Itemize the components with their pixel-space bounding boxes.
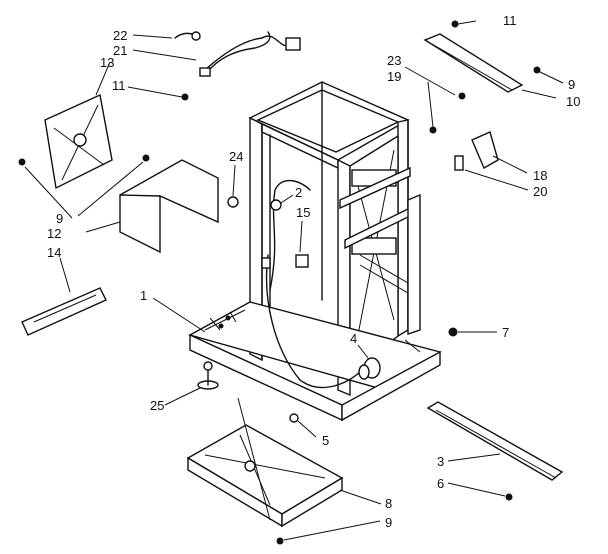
bottom-tray — [186, 424, 344, 528]
label-23: 23 — [387, 53, 401, 68]
label-14: 14 — [47, 245, 61, 260]
leader-lines — [24, 20, 564, 541]
label-25: 25 — [150, 398, 164, 413]
bottom-right-rail — [426, 401, 564, 481]
label-11-right: 11 — [503, 13, 517, 28]
label-18: 18 — [533, 168, 547, 183]
label-19: 19 — [387, 69, 401, 84]
cabinet-frame — [188, 81, 442, 422]
label-2: 2 — [295, 185, 302, 200]
label-1: 1 — [140, 288, 147, 303]
label-4: 4 — [350, 331, 357, 346]
label-9-bottom: 9 — [385, 515, 392, 530]
label-22: 22 — [113, 28, 127, 43]
hardware — [18, 20, 541, 545]
label-3: 3 — [437, 454, 444, 469]
label-10: 10 — [566, 94, 580, 109]
label-6: 6 — [437, 476, 444, 491]
label-9-top: 9 — [568, 77, 575, 92]
callout-labels: 22 21 13 11 11 23 19 9 10 24 2 15 9 12 1… — [47, 13, 580, 530]
bracket-assembly — [454, 131, 499, 171]
label-8: 8 — [385, 496, 392, 511]
label-13: 13 — [100, 55, 114, 70]
left-side-panel — [44, 93, 113, 190]
label-21: 21 — [113, 43, 127, 58]
label-12: 12 — [47, 226, 61, 241]
filter-strip — [21, 287, 107, 336]
label-20: 20 — [533, 184, 547, 199]
label-7: 7 — [502, 325, 509, 340]
label-24: 24 — [229, 149, 243, 164]
top-right-rail — [423, 33, 524, 93]
label-5: 5 — [322, 433, 329, 448]
power-cord — [174, 31, 301, 77]
label-11-left: 11 — [112, 78, 126, 93]
label-15: 15 — [296, 205, 310, 220]
label-9-left: 9 — [56, 211, 63, 226]
shield-cover — [119, 159, 219, 254]
